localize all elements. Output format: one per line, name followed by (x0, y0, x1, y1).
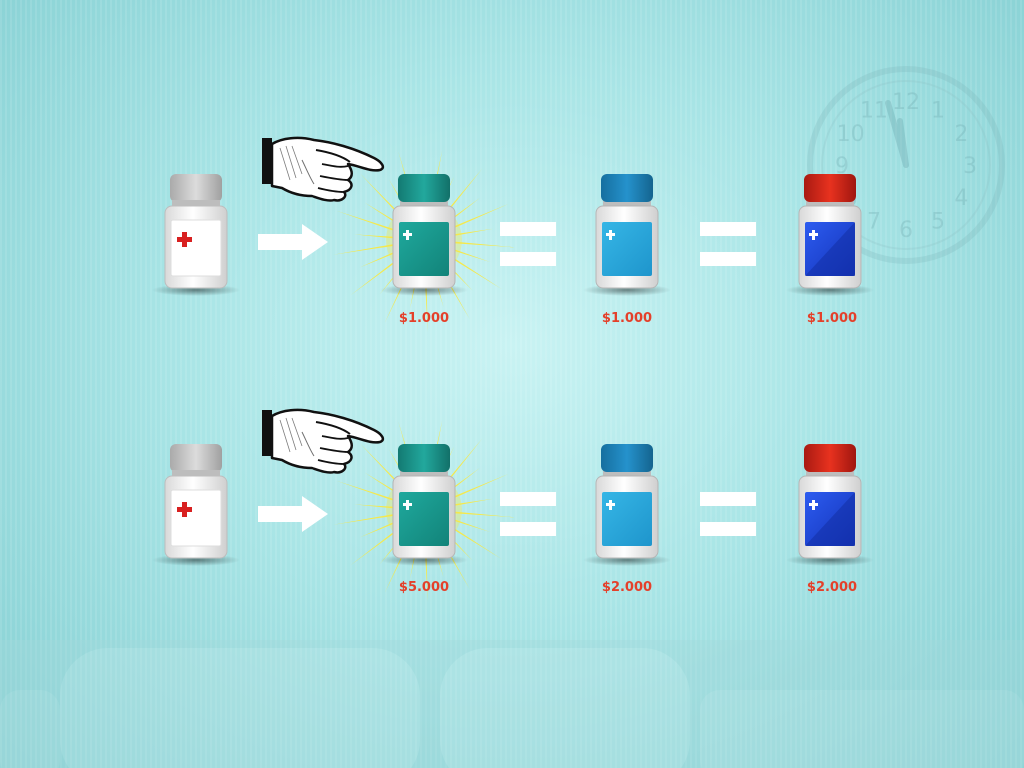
clock-numeral: 6 (899, 218, 913, 243)
burst-ray (443, 228, 494, 238)
equals-icon (500, 222, 556, 266)
equals-icon (700, 492, 756, 536)
burst-ray (333, 512, 405, 525)
teal-bottle (379, 174, 469, 297)
clock-numeral: 5 (931, 209, 945, 234)
clock-numeral: 11 (860, 99, 888, 124)
equals-icon (700, 222, 756, 266)
arrow-right-icon (258, 224, 328, 260)
burst-ray (440, 519, 502, 560)
burst-ray (440, 249, 502, 290)
burst-ray (441, 203, 509, 234)
clock-numeral: 3 (963, 154, 977, 179)
burst-ray (336, 480, 406, 505)
arrow-right-icon (258, 496, 328, 532)
teal-bottle (379, 444, 469, 567)
equals-icon (500, 492, 556, 536)
clock-numeral: 12 (892, 90, 920, 115)
price-teal-row-1: $1.000 (398, 311, 450, 326)
pointing-hand-icon (260, 136, 385, 202)
price-teal-row-2: $5.000 (398, 580, 450, 595)
burst-ray (441, 473, 509, 504)
blue-red-cap-bottle (785, 444, 875, 567)
burst-ray (333, 242, 405, 255)
burst-ray (443, 240, 516, 248)
row-2 (151, 408, 875, 602)
light-blue-bottle (582, 174, 672, 297)
light-blue-bottle (582, 444, 672, 567)
clock-numeral: 2 (954, 122, 968, 147)
blue-red-cap-bottle (785, 174, 875, 297)
pointing-hand-icon (260, 408, 385, 474)
seats-silhouette (0, 640, 1024, 768)
row-1 (151, 136, 875, 332)
price-blue-row-2: $2.000 (806, 580, 858, 595)
price-blue-row-1: $1.000 (806, 311, 858, 326)
clock-numeral: 9 (835, 154, 849, 179)
burst-ray (336, 210, 406, 235)
burst-ray (354, 234, 405, 240)
burst-ray (443, 498, 494, 508)
burst-ray (443, 510, 516, 518)
generic-bottle (151, 173, 241, 297)
clock-numeral: 4 (954, 186, 968, 211)
generic-bottle (151, 443, 241, 567)
burst-ray (354, 504, 405, 510)
price-light-blue-row-1: $1.000 (601, 311, 653, 326)
clock-numeral: 7 (867, 209, 881, 234)
clock-numeral: 1 (931, 99, 945, 124)
price-light-blue-row-2: $2.000 (601, 580, 653, 595)
clock-numeral: 10 (837, 122, 865, 147)
